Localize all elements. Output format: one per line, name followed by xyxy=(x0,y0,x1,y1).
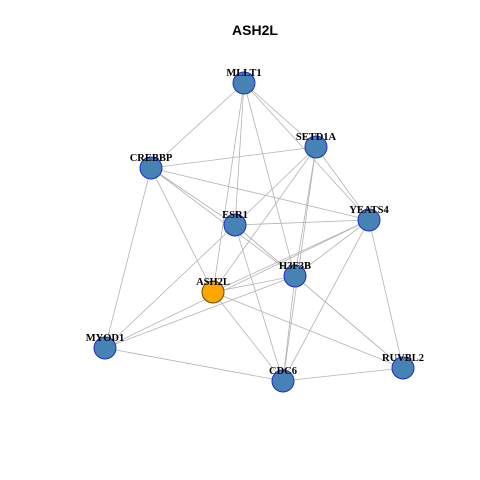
edge-yeats4-ruvbl2 xyxy=(368,219,404,369)
node-label: MYOD1 xyxy=(86,333,125,344)
edge-esr1-myod1 xyxy=(104,224,236,349)
node-ash2l[interactable]: ASH2L xyxy=(196,277,230,304)
edge-yeats4-ash2l xyxy=(212,219,370,293)
edge-yeats4-h3f3b xyxy=(294,219,370,277)
node-label: ASH2L xyxy=(196,277,230,288)
edge-setd1a-ash2l xyxy=(212,146,317,293)
edge-h3f3b-cdc6 xyxy=(282,275,296,382)
edge-crebbp-ash2l xyxy=(150,167,214,293)
node-esr1[interactable]: ESR1 xyxy=(222,210,248,237)
edge-mllt1-h3f3b xyxy=(243,82,296,277)
node-cdc6[interactable]: CDC6 xyxy=(269,366,297,393)
node-circle[interactable] xyxy=(271,369,295,393)
node-label: RUVBL2 xyxy=(382,353,424,364)
node-label: H3F3B xyxy=(279,261,311,272)
node-circle[interactable] xyxy=(357,208,381,232)
node-label: MLLT1 xyxy=(226,68,261,79)
node-crebbp[interactable]: CREBBP xyxy=(130,153,173,180)
edge-crebbp-yeats4 xyxy=(150,167,370,221)
node-label: SETD1A xyxy=(296,132,337,143)
node-label: YEATS4 xyxy=(349,205,389,216)
node-circle[interactable] xyxy=(391,356,415,380)
node-circle[interactable] xyxy=(304,135,328,159)
node-circle[interactable] xyxy=(93,336,117,360)
node-label: ESR1 xyxy=(222,210,248,221)
edge-mllt1-esr1 xyxy=(234,82,245,226)
edge-crebbp-esr1 xyxy=(150,167,236,226)
node-yeats4[interactable]: YEATS4 xyxy=(349,205,389,232)
node-setd1a[interactable]: SETD1A xyxy=(296,132,337,159)
edge-setd1a-h3f3b xyxy=(294,146,317,277)
edge-crebbp-myod1 xyxy=(104,167,152,349)
edge-mllt1-setd1a xyxy=(243,82,317,148)
edge-yeats4-myod1 xyxy=(104,219,370,349)
edge-setd1a-yeats4 xyxy=(315,146,370,221)
edge-esr1-cdc6 xyxy=(234,224,284,382)
node-myod1[interactable]: MYOD1 xyxy=(86,333,125,360)
node-label: CDC6 xyxy=(269,366,297,377)
edge-ash2l-ruvbl2 xyxy=(212,291,404,369)
node-circle[interactable] xyxy=(139,156,163,180)
edge-mllt1-crebbp xyxy=(150,82,245,169)
edge-h3f3b-ash2l xyxy=(212,275,296,293)
edge-ash2l-cdc6 xyxy=(212,291,284,382)
node-circle[interactable] xyxy=(232,71,256,95)
node-mllt1[interactable]: MLLT1 xyxy=(226,68,262,95)
node-ruvbl2[interactable]: RUVBL2 xyxy=(382,353,424,380)
edge-h3f3b-myod1 xyxy=(104,275,296,349)
node-label: CREBBP xyxy=(130,153,173,164)
edge-setd1a-crebbp xyxy=(150,146,317,169)
edge-crebbp-h3f3b xyxy=(150,167,296,277)
node-circle[interactable] xyxy=(223,213,247,237)
edge-cdc6-ruvbl2 xyxy=(282,367,404,382)
edge-mllt1-ash2l xyxy=(212,82,245,293)
node-h3f3b[interactable]: H3F3B xyxy=(279,261,311,288)
edge-esr1-yeats4 xyxy=(234,219,370,226)
graph-title: ASH2L xyxy=(232,22,278,38)
node-circle[interactable] xyxy=(283,264,307,288)
edge-h3f3b-ruvbl2 xyxy=(294,275,404,369)
edge-myod1-cdc6 xyxy=(104,347,284,382)
edge-setd1a-cdc6 xyxy=(282,146,317,382)
edge-setd1a-esr1 xyxy=(234,146,317,226)
edge-layer xyxy=(104,82,404,382)
node-circle[interactable] xyxy=(201,280,225,304)
edge-yeats4-cdc6 xyxy=(282,219,370,382)
